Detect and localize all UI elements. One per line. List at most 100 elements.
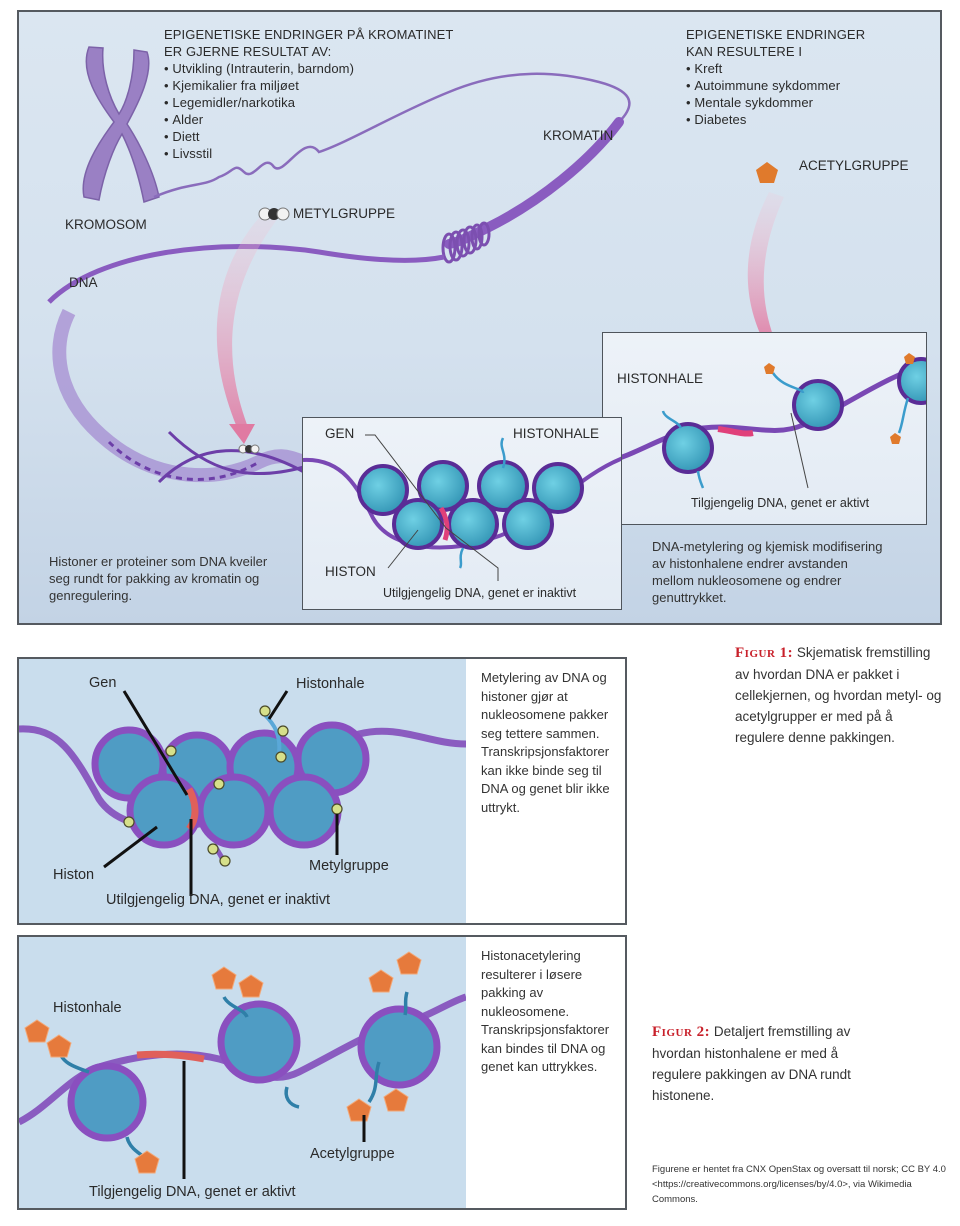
- methyl-group-icon: [213, 778, 225, 790]
- methyl-group-icon: [275, 751, 287, 763]
- effect-item: Diabetes: [686, 111, 865, 128]
- effect-item: Kreft: [686, 60, 865, 77]
- methyl-group-icon: [277, 725, 289, 737]
- acetyl-group-icon: [368, 969, 394, 993]
- leader-line-gen: [122, 690, 189, 796]
- methyl-group-small-icon: [238, 444, 260, 454]
- nucleosome: [266, 773, 342, 849]
- acetyl-group-icon: [211, 966, 237, 990]
- nucleosome: [792, 379, 844, 431]
- acetyl-arrow: [747, 192, 784, 342]
- acetyl-group-icon: [890, 433, 901, 444]
- label-kromosom: KROMOSOM: [65, 217, 147, 232]
- gene-segment: [717, 426, 754, 437]
- nucleosome: [502, 498, 554, 550]
- histone-tail: [284, 1086, 300, 1109]
- figure-2a-illustration: Gen Histonhale Histon Metylgruppe Utilgj…: [19, 659, 466, 923]
- cause-item: Livsstil: [164, 145, 453, 162]
- nucleosome: [67, 1062, 147, 1142]
- caption-2-tag: Figur 2:: [652, 1024, 711, 1040]
- causes-heading-2: ER GJERNE RESULTAT AV:: [164, 44, 332, 59]
- dna-helix: [52, 308, 307, 483]
- acetyl-group-icon: [904, 353, 915, 364]
- dna-strand: [603, 361, 926, 466]
- figure-2a-description: Metylering av DNA og histoner gjør at nu…: [481, 670, 610, 815]
- chromosome-icon: [82, 46, 160, 203]
- note-histones: Histoner er proteiner som DNA kveiler se…: [49, 554, 268, 603]
- label-acetylgruppe: ACETYLGRUPPE: [799, 158, 909, 173]
- histone-tail: [500, 437, 506, 469]
- methyl-group-icon: [219, 855, 231, 867]
- label-accessible-dna: Tilgjengelig DNA, genet er aktivt: [89, 1184, 296, 1200]
- dna-strand-upper: [47, 243, 445, 304]
- cause-item: Kjemikalier fra miljøet: [164, 77, 453, 94]
- label-histonhale: Histonhale: [53, 1000, 122, 1016]
- methyl-group-icon: [258, 207, 290, 221]
- leader-line-histon: [103, 825, 158, 869]
- label-histonhale-closed: HISTONHALE: [513, 426, 600, 441]
- nucleosome: [217, 1000, 301, 1084]
- figure-2b-illustration: Histonhale Acetylgruppe Tilgjengelig DNA…: [19, 937, 466, 1208]
- nucleosome: [357, 464, 409, 516]
- label-dna: DNA: [69, 275, 98, 290]
- label-gen: Gen: [89, 675, 117, 691]
- histone-tail: [661, 410, 683, 429]
- label-kromatin: KROMATIN: [543, 128, 614, 143]
- label-gen: GEN: [325, 426, 355, 441]
- effect-item: Mentale sykdommer: [686, 94, 865, 111]
- methyl-group-icon: [259, 705, 271, 717]
- figure-1-panel: EPIGENETISKE ENDRINGER PÅ KROMATINET ER …: [17, 10, 942, 625]
- gene-segment: [136, 1050, 205, 1063]
- label-accessible-dna: Tilgjengelig DNA, genet er aktivt: [691, 496, 870, 510]
- caption-1-text: Skjematisk fremstilling av hvordan DNA e…: [735, 645, 942, 745]
- nucleosome: [126, 773, 202, 849]
- label-histon: Histon: [53, 867, 95, 883]
- nucleosome: [392, 498, 444, 550]
- acetyl-group-icon: [764, 363, 775, 374]
- nucleosomes-packed: [91, 721, 370, 849]
- figure-1-illustration: [47, 46, 784, 484]
- methyl-group-icon: [207, 843, 219, 855]
- nucleosome: [662, 422, 714, 474]
- nucleosome: [447, 498, 499, 550]
- nucleosome: [897, 357, 926, 405]
- histone-tail: [262, 712, 282, 755]
- effects-list: EPIGENETISKE ENDRINGER KAN RESULTERE I K…: [686, 26, 865, 128]
- inset-closed-chromatin: GEN HISTONHALE HISTON Utilgjengelig DNA,…: [302, 417, 622, 610]
- effect-item: Autoimmune sykdommer: [686, 77, 865, 94]
- label-metylgruppe: Metylgruppe: [309, 858, 389, 874]
- acetyl-groups: [24, 951, 422, 1174]
- label-inaccessible-dna: Utilgjengelig DNA, genet er inaktivt: [383, 586, 577, 600]
- acetyl-group-icon: [396, 951, 422, 975]
- caption-2-text: Detaljert fremstilling av hvordan histon…: [652, 1024, 851, 1103]
- nucleosome: [532, 462, 584, 514]
- leader-line-histonhale: [267, 690, 289, 720]
- acetyl-group-icon: [238, 974, 264, 998]
- effects-heading-2: KAN RESULTERE I: [686, 44, 803, 59]
- methyl-group-icon: [331, 803, 343, 815]
- histone-tail: [403, 991, 409, 1016]
- caption-figure-2: Figur 2: Detaljert fremstilling av hvord…: [652, 1021, 877, 1106]
- nucleosome: [357, 1005, 441, 1089]
- chromatin-coil: [441, 221, 491, 264]
- methyl-arrow: [216, 212, 279, 432]
- acetyl-group-icon: [134, 1150, 160, 1174]
- histone-tail: [367, 1061, 381, 1103]
- histone-tail: [771, 372, 805, 394]
- acetyl-group-icon: [346, 1098, 372, 1122]
- caption-1-tag: Figur 1:: [735, 645, 794, 661]
- nucleosome: [196, 773, 272, 849]
- causes-list: EPIGENETISKE ENDRINGER PÅ KROMATINET ER …: [164, 26, 453, 162]
- cause-item: Alder: [164, 111, 453, 128]
- methyl-group-icon: [123, 816, 135, 828]
- cause-item: Legemidler/narkotika: [164, 94, 453, 111]
- methyl-groups: [123, 705, 343, 867]
- cause-item: Diett: [164, 128, 453, 145]
- acetyl-group-icon: [24, 1019, 50, 1043]
- figure-2b-description: Histonacetylering resulterer i løsere pa…: [481, 948, 610, 1074]
- figure-2a-panel: Gen Histonhale Histon Metylgruppe Utilgj…: [17, 657, 627, 925]
- label-histon: HISTON: [325, 564, 376, 579]
- histone-tail: [458, 547, 465, 569]
- causes-heading-1: EPIGENETISKE ENDRINGER PÅ KROMATINET: [164, 27, 454, 42]
- image-credit: Figurene er hentet fra CNX OpenStax og o…: [652, 1164, 946, 1205]
